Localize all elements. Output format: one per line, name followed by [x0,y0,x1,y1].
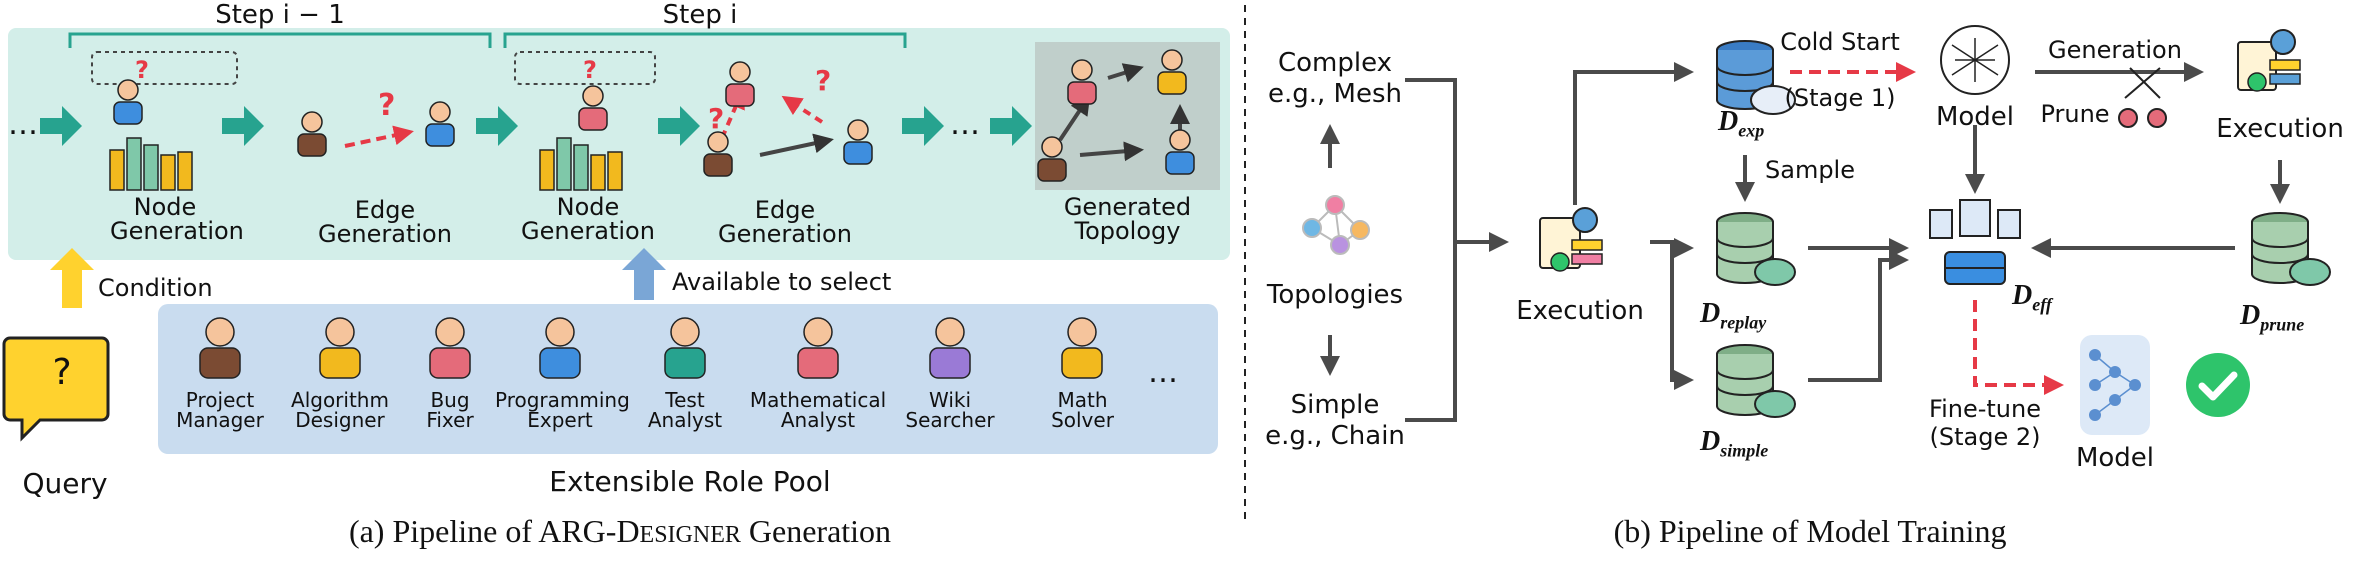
d-simple-label: Dsimple [1700,426,1769,461]
svg-text:?: ? [135,56,149,84]
svg-text:?: ? [815,64,831,97]
execution-left-label: Execution [1516,296,1644,326]
check-icon [2186,353,2250,417]
database-icon-replay [1716,212,1796,286]
step-bracket-prev [68,32,492,48]
step-label-prev: Step i − 1 [215,0,345,30]
step-bracket-curr [503,32,907,48]
database-icon-prune [2251,212,2331,286]
topologies-label: Topologies [1266,280,1404,310]
flow-arrows [40,106,1032,146]
d-prune-label: Dprune [2240,300,2305,335]
context-box-prev [91,51,238,85]
svg-text:?: ? [708,102,724,135]
execution-right-label: Execution [2216,114,2344,144]
stage1-label: (Stage 1) [1784,84,1896,112]
fine-tune-label: Fine-tune(Stage 2) [1929,395,2041,451]
flow-ellipsis-left: … [8,107,38,142]
bar-chart-icon-1 [109,137,193,191]
generation-label: Generation [2048,36,2182,64]
svg-text:?: ? [378,88,395,123]
condition-arrow [50,248,94,308]
sample-label: Sample [1765,156,1855,184]
server-icon-eff [1929,199,2021,285]
edge-arrow-1 [344,125,414,148]
condition-label: Condition [98,274,213,302]
caption-a: (a) Pipeline of ARG-DESIGNER Generation [348,513,892,549]
model-top-label: Model [1935,102,2015,132]
available-label: Available to select [672,268,892,296]
role-pool-title: Extensible Role Pool [549,465,831,498]
topology-arrows [1058,63,1190,162]
execution-icon-right [2237,29,2301,92]
flow-ellipsis-right: … [950,107,980,142]
edge-arrow-4 [759,133,834,157]
prune-label: Prune [2040,100,2110,128]
step-band [8,28,1230,260]
model-bottom-label: Model [2075,443,2155,473]
query-label: Query [22,467,108,500]
step-label-curr: Step i [662,0,738,30]
d-replay-label: Dreplay [1700,298,1767,333]
execution-icon-left [1539,207,1603,272]
caption-b: (b) Pipeline of Model Training [1613,513,2007,549]
d-eff-label: Deff [2012,280,2052,315]
bar-chart-icon-2 [539,137,623,191]
context-box-curr [514,51,656,85]
svg-text:?: ? [583,56,597,84]
model-icon-bottom [2080,335,2150,435]
cold-start-label: Cold Start [1780,28,1900,56]
query-mark: ? [52,352,72,393]
database-icon-exp [1716,40,1796,115]
role-pool-ellipsis: … [1148,355,1178,390]
person-figures [113,49,1195,379]
scissors-icon [2118,67,2167,128]
network-icon [1302,195,1370,255]
database-icon-simple [1716,344,1796,418]
query-bubble [2,336,110,442]
available-arrow [622,248,666,300]
d-exp-label: Dexp [1718,106,1765,141]
edge-arrow-3 [781,95,824,124]
model-icon-top [1940,25,2010,95]
